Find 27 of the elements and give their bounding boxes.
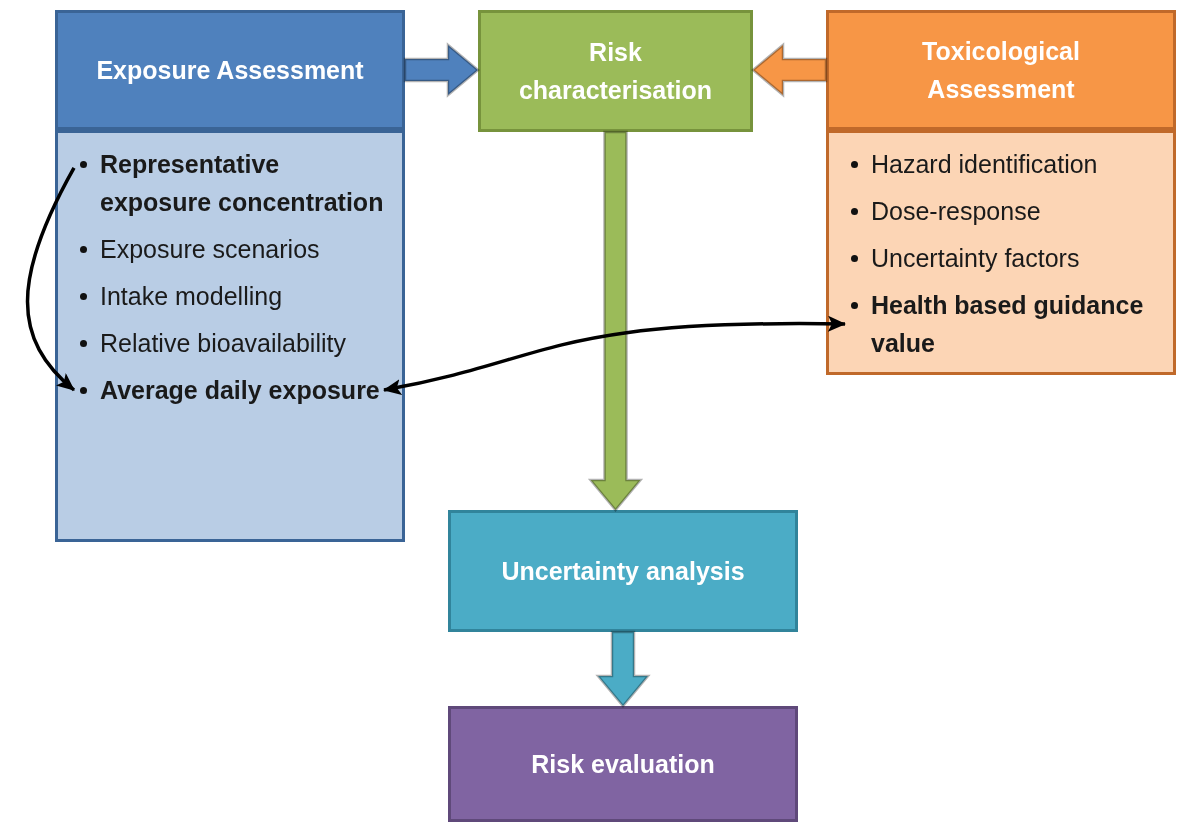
process-box bbox=[55, 10, 405, 130]
block-arrow bbox=[595, 630, 651, 708]
arrow bbox=[25, 166, 76, 392]
list-panel bbox=[826, 130, 1176, 375]
list-item-text: Dose-response bbox=[871, 196, 1042, 227]
list-item-text: Health based guidance value bbox=[871, 290, 1145, 359]
box-title: Uncertainty analysis bbox=[501, 556, 745, 587]
list-panel bbox=[55, 130, 405, 542]
process-box bbox=[448, 706, 798, 822]
box-title: Risk characterisation bbox=[517, 37, 714, 106]
block-arrow bbox=[403, 42, 480, 98]
process-box bbox=[478, 10, 753, 132]
box-title: Toxicological Assessment bbox=[921, 36, 1081, 105]
list-item-text: Exposure scenarios bbox=[100, 234, 321, 265]
block-arrow bbox=[751, 42, 828, 98]
arrow bbox=[383, 315, 846, 395]
list-item-text: Representative exposure concentration bbox=[100, 149, 384, 218]
process-box bbox=[826, 10, 1176, 130]
box-title: Risk evaluation bbox=[531, 749, 715, 780]
block-arrow bbox=[587, 130, 644, 512]
list-item-text: Relative bioavailability bbox=[100, 328, 347, 359]
process-box bbox=[448, 510, 798, 632]
list-item-text: Uncertainty factors bbox=[871, 243, 1081, 274]
list-item-text: Intake modelling bbox=[100, 281, 284, 312]
box-title: Exposure Assessment bbox=[96, 55, 364, 86]
list-item-text: Hazard identification bbox=[871, 149, 1099, 180]
list-item-text: Average daily exposure bbox=[100, 375, 381, 406]
